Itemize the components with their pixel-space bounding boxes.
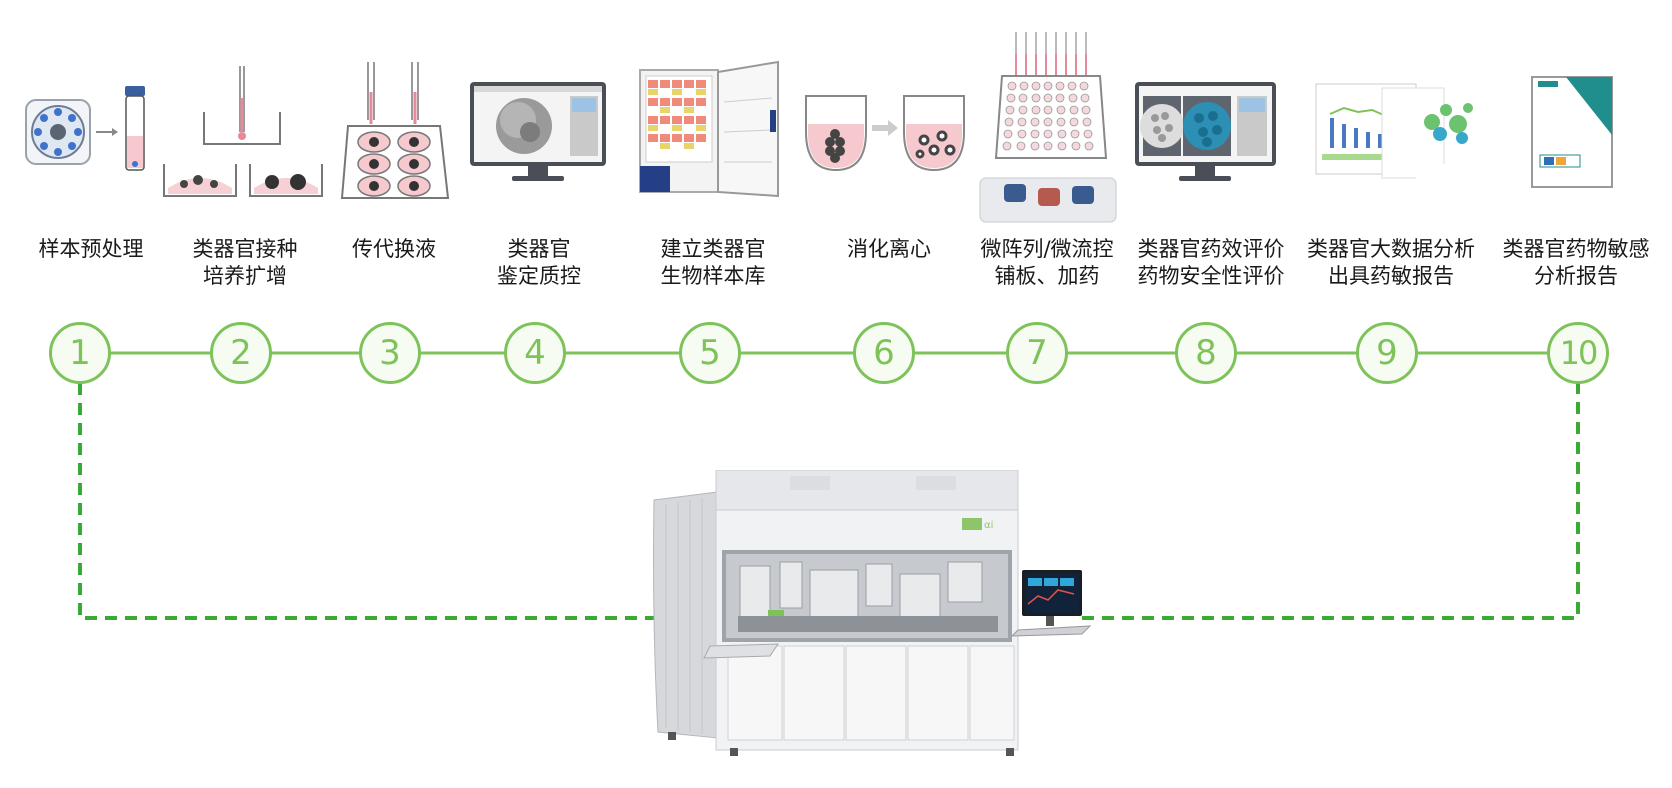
step-2-label: 类器官接种 培养扩增 — [150, 236, 340, 290]
step-7-label-line1: 微阵列/微流控 — [980, 237, 1114, 261]
step-10-label-line2: 分析报告 — [1534, 264, 1618, 288]
step-4-label: 类器官 鉴定质控 — [444, 236, 634, 290]
step-6-label-line1: 消化离心 — [847, 237, 931, 261]
step-8-label-line2: 药物安全性评价 — [1137, 264, 1285, 288]
step-9-label-line2: 出具药敏报告 — [1328, 264, 1454, 288]
step-3-label: 传代换液 — [299, 236, 489, 263]
step-3-label-line1: 传代换液 — [352, 237, 436, 261]
digestion-centrifuge-icon — [800, 50, 970, 215]
sample-pretreatment-icon — [22, 50, 152, 215]
step-5-label-line1: 建立类器官 — [660, 237, 766, 261]
step-2-node: 2 — [210, 322, 272, 384]
seeding-culture-icon — [160, 50, 330, 215]
step-3-node: 3 — [359, 322, 421, 384]
step-8-label: 类器官药效评价 药物安全性评价 — [1116, 236, 1306, 290]
step-8-node: 8 — [1175, 322, 1237, 384]
step-5-node: 5 — [679, 322, 741, 384]
step-2-label-line1: 类器官接种 — [192, 237, 298, 261]
dashed-connector-right — [1082, 383, 1580, 620]
step-1-label: 样本预处理 — [0, 236, 186, 263]
step-9-node: 9 — [1356, 322, 1418, 384]
step-1-label-line1: 样本预处理 — [38, 237, 144, 261]
step-9-label-line1: 类器官大数据分析 — [1307, 237, 1475, 261]
automated-workstation-image: αi — [653, 470, 1092, 756]
step-6-label: 消化离心 — [794, 236, 984, 263]
step-7-label-line2: 铺板、加药 — [994, 264, 1100, 288]
data-analysis-icon — [1312, 50, 1478, 215]
step-7-node: 7 — [1006, 322, 1068, 384]
passage-media-change-icon — [340, 50, 450, 215]
step-5-label-line2: 生物样本库 — [660, 264, 766, 288]
step-10-label-line1: 类器官药物敏感 — [1502, 237, 1650, 261]
efficacy-monitor-icon — [1133, 50, 1278, 215]
sensitivity-report-icon — [1520, 50, 1620, 215]
step-1-node: 1 — [49, 322, 111, 384]
step-6-node: 6 — [853, 322, 915, 384]
step-10-node: 10 — [1547, 322, 1609, 384]
biobank-freezer-icon — [638, 50, 788, 215]
step-2-label-line2: 培养扩增 — [203, 264, 287, 288]
step-4-label-line2: 鉴定质控 — [497, 264, 581, 288]
step-8-label-line1: 类器官药效评价 — [1137, 237, 1285, 261]
step-4-label-line1: 类器官 — [507, 237, 571, 261]
step-9-label: 类器官大数据分析 出具药敏报告 — [1296, 236, 1486, 290]
microarray-plate-icon — [978, 20, 1118, 235]
step-5-label: 建立类器官 生物样本库 — [618, 236, 808, 290]
svg-text:αi: αi — [984, 520, 993, 531]
qc-monitor-icon — [468, 50, 608, 215]
step-7-label: 微阵列/微流控 铺板、加药 — [952, 236, 1142, 290]
step-10-label: 类器官药物敏感 分析报告 — [1481, 236, 1671, 290]
dashed-connector-left — [78, 383, 656, 620]
step-4-node: 4 — [504, 322, 566, 384]
